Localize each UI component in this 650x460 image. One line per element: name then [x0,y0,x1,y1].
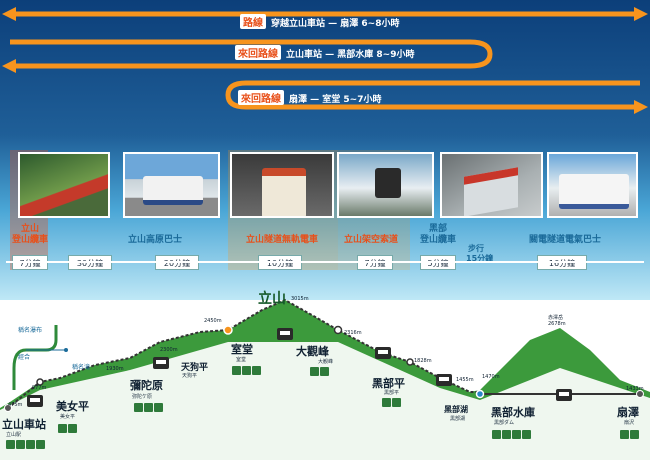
station-tengudaira-sub: 天狗平 [182,373,198,379]
timeline [6,261,644,263]
inset-label-2: 經合 [18,354,31,361]
segment-label-5: 立山架空索道 [343,235,398,245]
segment-label-7: 步行 15分鐘 [466,244,494,263]
facility-icons-kurobedaira [382,398,401,407]
station-murodo: 室堂 [231,343,253,356]
route-3-text: 扇澤 — 室堂 5~7小時 [289,95,382,105]
photo-trolley-bus [230,152,334,218]
segment-label-6: 黑部 登山纜車 [419,224,456,245]
facility-icons-kurobe-dam [492,430,531,439]
kurobe-cable-icon [436,374,452,386]
peak-akazawa: 赤澤岳 [548,315,564,321]
route-1-label: 路線穿越立山車站 — 扇澤 6~8小時 [240,14,399,29]
station-midagahara-sub: 弥陀ケ原 [132,394,153,400]
station-daikanbo-elev: 2316m [344,330,362,336]
station-kurobedaira-elev: 1828m [414,358,432,364]
station-kurobeko-sub: 黒部湖 [450,416,466,422]
route-arrow-2 [2,39,493,73]
station-kurobeko: 黑部湖 [444,405,468,414]
photo-kurobe-cable-car [440,152,543,218]
facility-icons-daikanbo [310,367,329,376]
station-kurobe-dam: 黑部水庫 [491,406,535,419]
elevation-profile [0,298,650,460]
trolley-bus-icon [277,328,293,340]
facility-icons-bijodaira [58,424,77,433]
station-ogizawa: 扇澤 [617,406,639,419]
route-3-tag: 來回路線 [238,90,284,105]
segment-label-1: 立山 登山纜車 [12,224,49,245]
station-daikanbo: 大觀峰 [296,345,329,358]
station-ogizawa-elev: 1433m [626,386,644,392]
inset-label-1: 稱名瀑布 [18,327,43,334]
segment-label-2: 立山高原巴士 [127,235,182,245]
station-bijodaira-elev: 977m [32,385,47,391]
facility-icons-ogizawa [620,430,639,439]
facility-icons-murodo [232,366,261,375]
route-arrow-1 [2,7,648,21]
peak-tateyama: 立山 [258,291,286,307]
station-tateyama-sub: 立山駅 [6,432,22,438]
photo-cable-car [18,152,110,218]
bus-icon [153,357,169,369]
station-tateyama: 立山車站 [2,418,46,431]
segment-label-4: 立山隧道無軌電車 [245,235,318,245]
route-1-tag: 路線 [240,14,266,29]
cable-car-icon [27,395,43,407]
photo-ropeway [337,152,434,218]
station-tengudaira: 天狗平 [181,363,209,373]
station-midagahara: 彌陀原 [130,379,163,392]
station-kurobedaira-sub: 黒部平 [384,390,400,396]
station-bijodaira-sub: 美女平 [60,414,76,420]
station-kurobedaira: 黑部平 [372,377,405,390]
ropeway-icon [375,347,391,359]
segment-label-8: 關電隧道電氣巴士 [528,235,601,245]
station-murodo-sub: 室堂 [236,357,247,363]
electric-bus-icon [556,389,572,401]
station-tengudaira-elev: 2300m [160,347,178,353]
facility-icons-tateyama [6,440,45,449]
photo-highland-bus [123,152,220,218]
station-kurobeko-elev: 1455m [456,377,474,383]
station-tateyama-elev: 475m [8,402,23,408]
station-bijodaira: 美女平 [56,400,89,413]
station-kurobe-dam-elev: 1470m [482,374,500,380]
peak-akazawa-elev: 2678m [548,321,566,327]
station-kurobe-dam-sub: 黒部ダム [494,420,515,426]
sky-background [0,0,650,300]
route-2-text: 立山車站 — 黑部水庫 8~9小時 [286,50,415,60]
station-murodo-elev: 2450m [204,318,222,324]
station-daikanbo-sub: 大観峰 [318,359,334,365]
inset-map [12,325,68,390]
station-ogizawa-sub: 扇沢 [624,420,635,426]
route-3-label: 來回路線扇澤 — 室堂 5~7小時 [238,90,381,105]
route-1-text: 穿越立山車站 — 扇澤 6~8小時 [271,19,400,29]
route-2-tag: 來回路線 [235,45,281,60]
inset-label-3: 稱名滝 [72,364,91,371]
route-arrow-3 [225,80,648,114]
photo-electric-bus [547,152,638,218]
route-2-label: 來回路線立山車站 — 黑部水庫 8~9小時 [235,45,414,60]
facility-icons-midagahara [134,403,163,412]
peak-tateyama-elev: 3015m [291,296,309,302]
station-midagahara-elev: 1930m [106,366,124,372]
